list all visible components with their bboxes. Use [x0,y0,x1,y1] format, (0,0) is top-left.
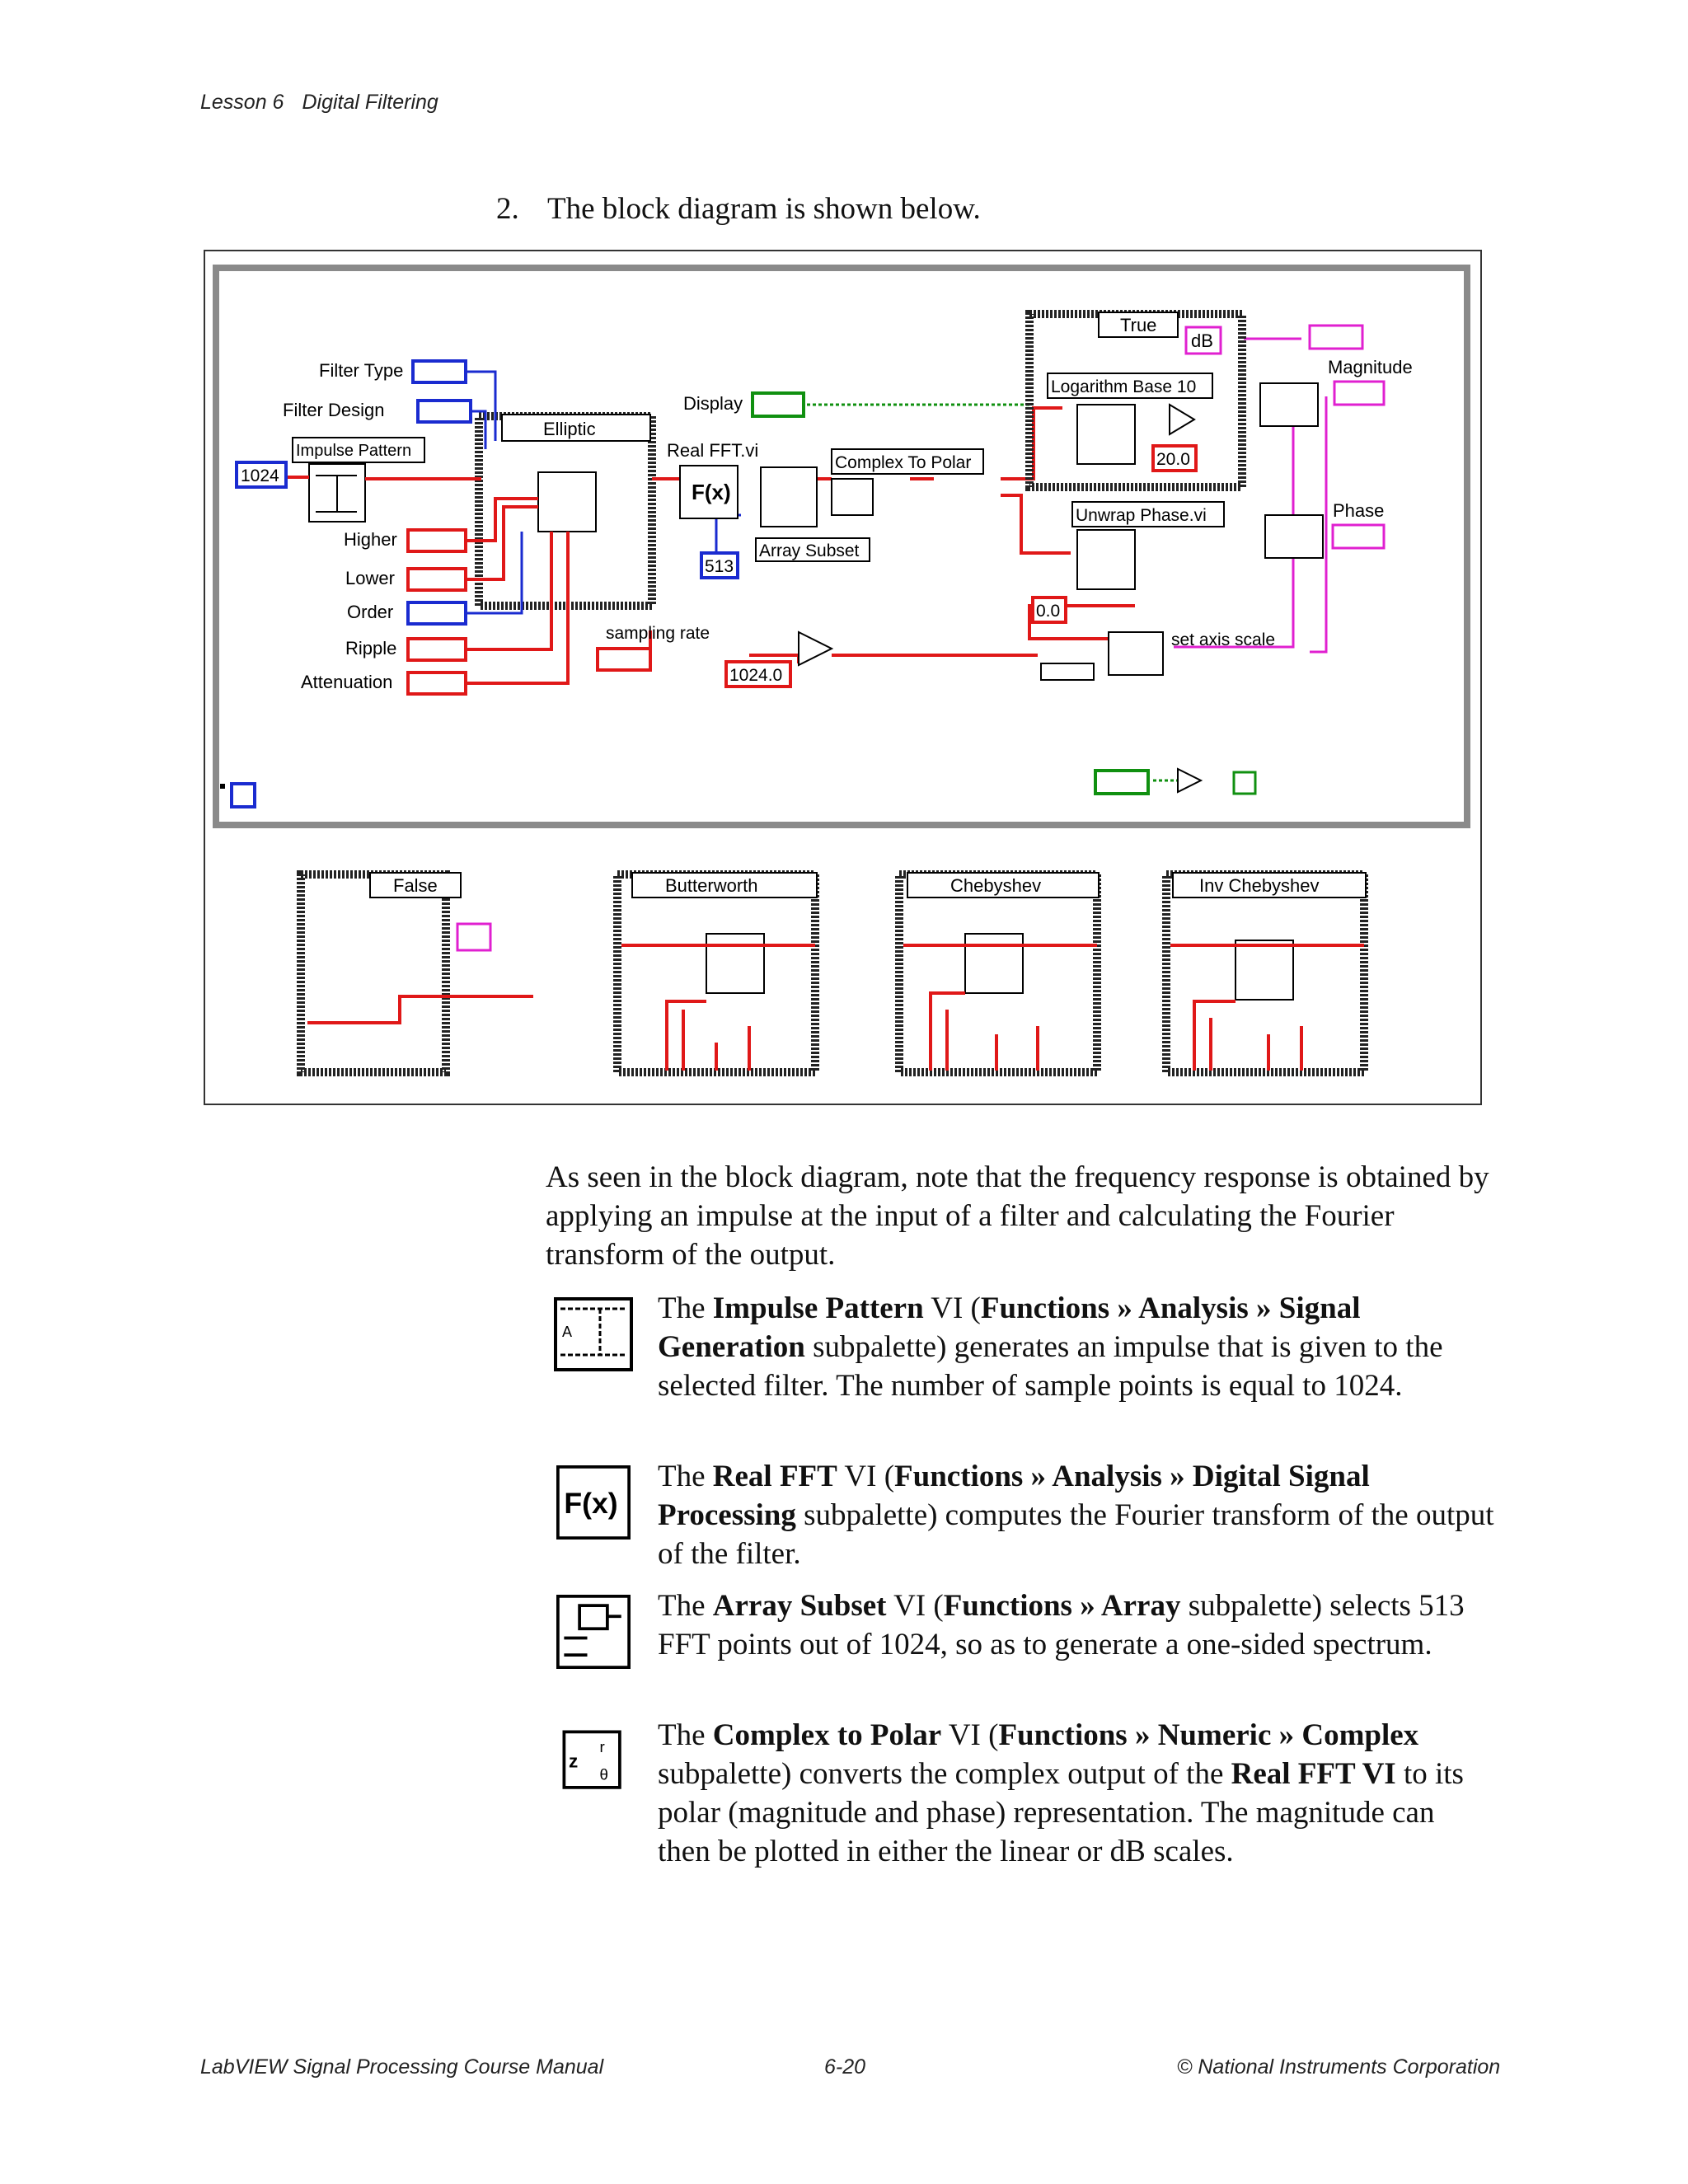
magnitude-graph-terminal [1333,380,1386,406]
filter-design-ring[interactable] [416,399,472,424]
header-lesson: Lesson 6 [200,91,284,114]
constant-0-0: 0.0 [1036,602,1060,621]
block-diagram-svg: Filter Type Filter Design Impulse Patter… [213,265,1470,1076]
header-title: Digital Filtering [302,91,438,114]
item-array-subset: The Array Subset VI (Functions » Array s… [546,1586,1493,1710]
higher-control[interactable] [406,528,467,553]
case-inv-chebyshev: Inv Chebyshev [1199,875,1320,896]
svg-text:A: A [562,1324,572,1340]
constant-513: 513 [705,557,734,576]
running-header: Lesson 6 Digital Filtering [200,91,438,115]
label-unwrap-phase: Unwrap Phase.vi [1076,506,1207,525]
intro-paragraph: As seen in the block diagram, note that … [546,1160,1489,1272]
block-diagram: Filter Type Filter Design Impulse Patter… [204,250,1482,1105]
footer-page-number: 6-20 [824,2055,866,2079]
item-real-fft: F(x) The Real FFT VI (Functions » Analys… [546,1457,1494,1581]
svg-text:z: z [569,1751,578,1772]
case-false-frame [297,870,533,1076]
step-number: 2. [496,192,519,226]
svg-text:F(x): F(x) [564,1487,617,1520]
complex-to-polar-icon: z r θ [562,1730,621,1789]
label-display: Display [683,393,743,414]
order-control[interactable] [406,601,467,626]
constant-20: 20.0 [1156,450,1190,469]
step-2: 2. The block diagram is shown below. [496,191,981,227]
label-filter-design: Filter Design [283,400,384,420]
array-subset-vi-icon [760,466,818,527]
label-order: Order [347,602,393,622]
elliptic-filter-vi-icon [537,471,597,532]
constant-1024: 1024 [241,466,279,485]
constant-db: dB [1191,330,1213,351]
item-impulse-pattern: A The Impulse Pattern VI (Functions » An… [546,1289,1493,1454]
item-complex-to-polar: z r θ The Complex to Polar VI (Functions… [546,1716,1493,1914]
label-filter-type: Filter Type [319,360,403,381]
case-false: False [393,875,438,896]
ripple-control[interactable] [406,637,467,662]
label-real-fft: Real FFT.vi [667,440,758,461]
log10-vi-icon [1076,404,1136,465]
unwrap-phase-vi-icon [1076,529,1136,590]
case-chebyshev: Chebyshev [950,875,1041,896]
constant-1024-0: 1024.0 [729,666,782,685]
stop-boolean[interactable] [1094,769,1150,795]
label-attenuation: Attenuation [301,672,392,692]
label-lower: Lower [345,568,395,588]
label-complex-to-polar: Complex To Polar [835,453,971,472]
step-text: The block diagram is shown below. [547,192,981,226]
label-magnitude: Magnitude [1328,357,1413,377]
attenuation-control[interactable] [406,671,467,696]
label-ripple: Ripple [345,638,396,658]
real-fft-vi-icon [679,465,738,519]
iteration-terminal-icon [230,782,256,808]
footer-left: LabVIEW Signal Processing Course Manual [200,2055,604,2079]
display-boolean[interactable] [751,391,805,418]
filter-type-ring[interactable] [411,359,467,384]
phase-graph-terminal [1331,523,1386,550]
svg-text:θ: θ [600,1766,608,1783]
label-phase: Phase [1333,500,1384,521]
footer-right: © National Instruments Corporation [1177,2055,1501,2079]
impulse-pattern-icon: A [554,1297,633,1371]
array-subset-icon [556,1595,631,1669]
complex-to-polar-vi-icon [831,478,874,516]
label-set-axis-scale: set axis scale [1171,630,1275,649]
lower-control[interactable] [406,567,467,592]
loop-condition-icon [1232,771,1257,795]
label-log-base-10: Logarithm Base 10 [1051,377,1196,396]
svg-text:F(x): F(x) [692,480,731,504]
case-elliptic: Elliptic [543,419,596,439]
case-butterworth: Butterworth [665,875,758,896]
label-higher: Higher [344,529,397,550]
label-sampling-rate: sampling rate [606,624,710,643]
label-impulse-pattern: Impulse Pattern [296,442,411,460]
case-true: True [1120,315,1156,335]
real-fft-icon: F(x) [556,1465,631,1540]
label-array-subset: Array Subset [759,541,860,560]
svg-text:r: r [600,1738,605,1755]
